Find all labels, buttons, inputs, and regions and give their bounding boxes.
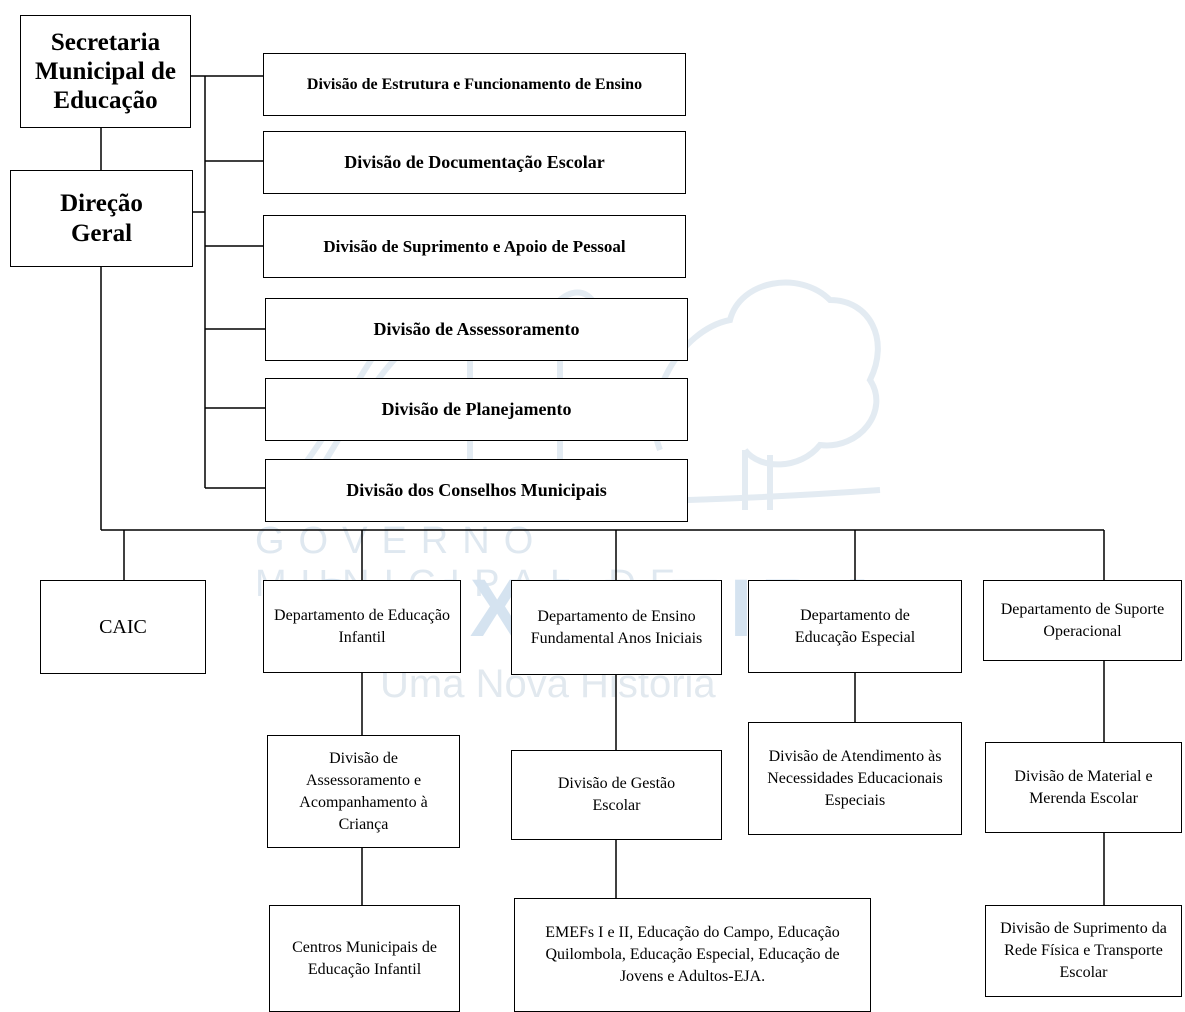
node-emefs: EMEFs I e II, Educação do Campo, Educaçã… xyxy=(514,898,871,1012)
node-div-assessoramento: Divisão de Assessoramento xyxy=(265,298,688,361)
node-secretaria-label: Secretaria Municipal de Educação xyxy=(35,29,176,114)
node-dep-especial: Departamento de Educação Especial xyxy=(748,580,962,673)
node-div-rede-fisica: Divisão de Suprimento da Rede Física e T… xyxy=(985,905,1182,997)
node-div-assessoramento-crianca-label: Divisão de Assessoramento e Acompanhamen… xyxy=(299,749,428,833)
node-div-suprimento-pessoal-label: Divisão de Suprimento e Apoio de Pessoal xyxy=(323,236,626,256)
node-emefs-label: EMEFs I e II, Educação do Campo, Educaçã… xyxy=(545,924,840,985)
node-caic-label: CAIC xyxy=(99,615,147,638)
node-direcao-label: Direção Geral xyxy=(60,189,143,247)
node-centros: Centros Municipais de Educação Infantil xyxy=(269,905,460,1012)
node-div-planejamento-label: Divisão de Planejamento xyxy=(381,399,572,419)
node-secretaria: Secretaria Municipal de Educação xyxy=(20,15,191,128)
node-div-assessoramento-label: Divisão de Assessoramento xyxy=(373,319,580,339)
node-div-estrutura-label: Divisão de Estrutura e Funcionamento de … xyxy=(306,75,643,93)
node-caic: CAIC xyxy=(40,580,206,674)
node-dep-suporte: Departamento de Suporte Operacional xyxy=(983,580,1182,661)
node-dep-fundamental: Departamento de Ensino Fundamental Anos … xyxy=(511,580,722,675)
node-div-estrutura: Divisão de Estrutura e Funcionamento de … xyxy=(263,53,686,116)
node-div-rede-fisica-label: Divisão de Suprimento da Rede Física e T… xyxy=(1000,920,1167,981)
node-div-atendimento: Divisão de Atendimento às Necessidades E… xyxy=(748,722,962,835)
node-div-gestao-escolar: Divisão de Gestão Escolar xyxy=(511,750,722,840)
node-div-conselhos: Divisão dos Conselhos Municipais xyxy=(265,459,688,522)
node-dep-suporte-label: Departamento de Suporte Operacional xyxy=(1000,600,1165,640)
node-dep-especial-label: Departamento de Educação Especial xyxy=(794,606,916,646)
node-div-documentacao: Divisão de Documentação Escolar xyxy=(263,131,686,194)
node-div-suprimento-pessoal: Divisão de Suprimento e Apoio de Pessoal xyxy=(263,215,686,278)
node-dep-fundamental-label: Departamento de Ensino Fundamental Anos … xyxy=(530,607,703,647)
node-div-material: Divisão de Material e Merenda Escolar xyxy=(985,742,1182,833)
node-div-gestao-escolar-label: Divisão de Gestão Escolar xyxy=(557,775,676,814)
node-div-documentacao-label: Divisão de Documentação Escolar xyxy=(344,152,605,172)
node-div-conselhos-label: Divisão dos Conselhos Municipais xyxy=(346,480,607,500)
node-centros-label: Centros Municipais de Educação Infantil xyxy=(292,938,437,978)
node-direcao: Direção Geral xyxy=(10,170,193,267)
node-div-atendimento-label: Divisão de Atendimento às Necessidades E… xyxy=(767,747,943,809)
node-div-assessoramento-crianca: Divisão de Assessoramento e Acompanhamen… xyxy=(267,735,460,848)
node-div-planejamento: Divisão de Planejamento xyxy=(265,378,688,441)
node-dep-infantil: Departamento de Educação Infantil xyxy=(263,580,461,673)
node-div-material-label: Divisão de Material e Merenda Escolar xyxy=(1014,767,1153,807)
node-dep-infantil-label: Departamento de Educação Infantil xyxy=(274,606,450,646)
